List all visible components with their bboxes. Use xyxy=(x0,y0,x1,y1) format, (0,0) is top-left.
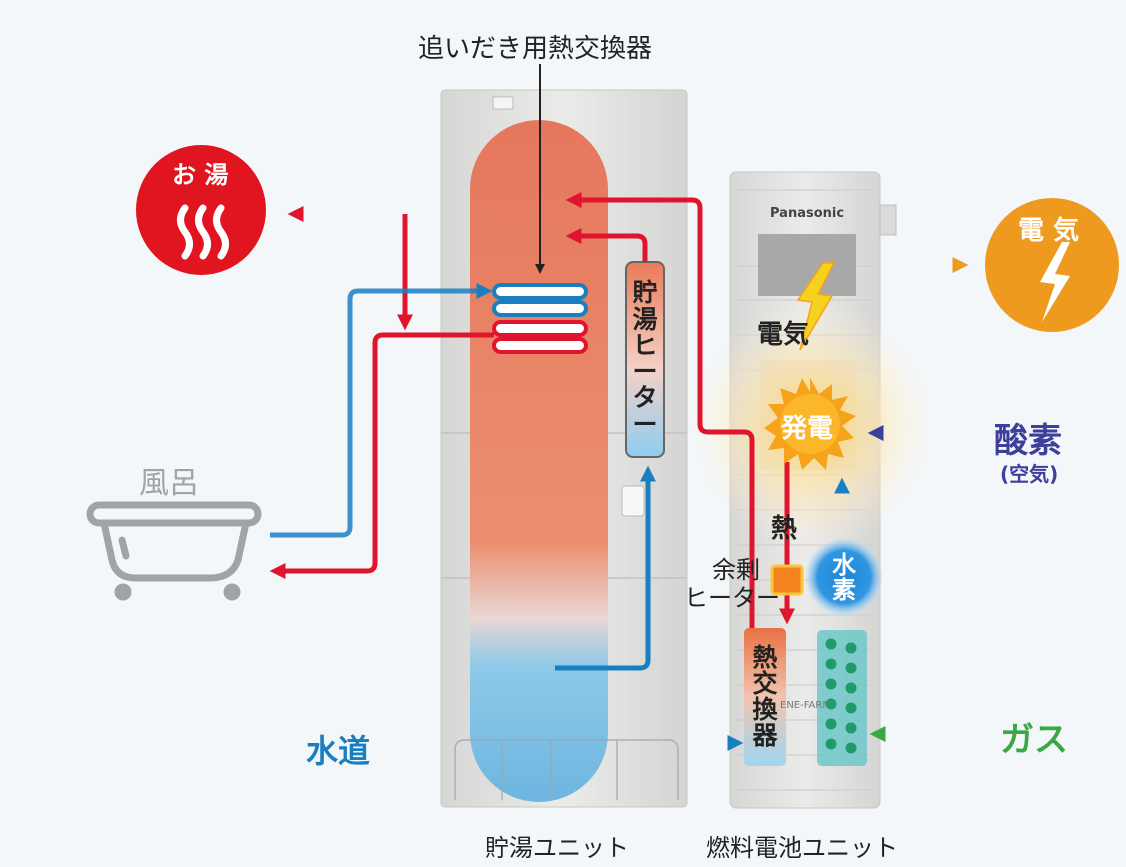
storage-heater-char: ー xyxy=(632,409,658,439)
tank-to-heater-pipe xyxy=(555,465,657,671)
heater-to-tank-pipe xyxy=(565,227,648,262)
hydrogen-label: 水 素 xyxy=(826,550,862,606)
enefarm-label: ENE-FARM xyxy=(780,700,831,711)
storage-heater-char: ヒ xyxy=(632,330,658,360)
storage-unit-caption: 貯湯ユニット xyxy=(485,834,629,862)
storage-heater-char: 湯 xyxy=(632,304,658,334)
heat-label: 熱 xyxy=(771,514,798,544)
bath-supply-pipe xyxy=(269,332,494,580)
storage-heater-char: 貯 xyxy=(632,278,658,308)
small-lightning-icon xyxy=(796,262,836,351)
hot-water-icon xyxy=(136,145,266,275)
gas-label: ガス xyxy=(1000,720,1068,760)
fc-heat-to-tank-pipe xyxy=(565,191,755,628)
oidaki-exchanger-label: 追いだき用熱交換器 xyxy=(418,34,653,64)
heat-exchanger-char: 換 xyxy=(752,695,778,724)
bathtub-icon xyxy=(86,501,262,601)
heat-exchanger-char: 熱 xyxy=(752,642,778,672)
storage-heater-char: タ xyxy=(632,383,658,413)
storage-heater-label: 貯 湯 ヒ ー タ ー xyxy=(628,266,662,452)
generation-label: 発電 xyxy=(781,414,834,444)
oidaki-coils xyxy=(492,283,588,354)
hot-water-label: お 湯 xyxy=(172,161,229,189)
fuel-cell-unit-caption: 燃料電池ユニット xyxy=(706,834,898,862)
oxygen-sub-label: (空気) xyxy=(1000,462,1059,486)
hydrogen-bubble xyxy=(806,539,882,615)
bath-return-pipe xyxy=(270,282,493,538)
oxygen-label: 酸素 xyxy=(994,421,1062,461)
heat-exchanger-char: 器 xyxy=(752,721,778,751)
lightning-icon xyxy=(985,198,1119,332)
electricity-out-label: 電 気 xyxy=(1018,216,1080,246)
hydrogen-char: 素 xyxy=(832,576,856,604)
hydrogen-char: 水 xyxy=(832,550,856,579)
heat-exchanger-box xyxy=(744,628,786,766)
electricity-inner-label: 電気 xyxy=(757,320,810,350)
surplus-heater-label-1: 余剰 xyxy=(712,556,760,584)
storage-heater-char: ー xyxy=(632,357,658,386)
heat-exchanger-char: 交 xyxy=(752,668,778,698)
bath-label: 風呂 xyxy=(139,466,199,501)
surplus-heater-label-2: ヒーター xyxy=(684,584,780,612)
gas-stack xyxy=(817,630,867,766)
surplus-heater-box xyxy=(770,564,804,596)
heat-exchanger-label: 熱 交 換 器 xyxy=(744,632,786,762)
generation-burst xyxy=(764,378,856,470)
tap-water-label: 水道 xyxy=(306,732,371,770)
brand-label: Panasonic xyxy=(770,206,845,221)
